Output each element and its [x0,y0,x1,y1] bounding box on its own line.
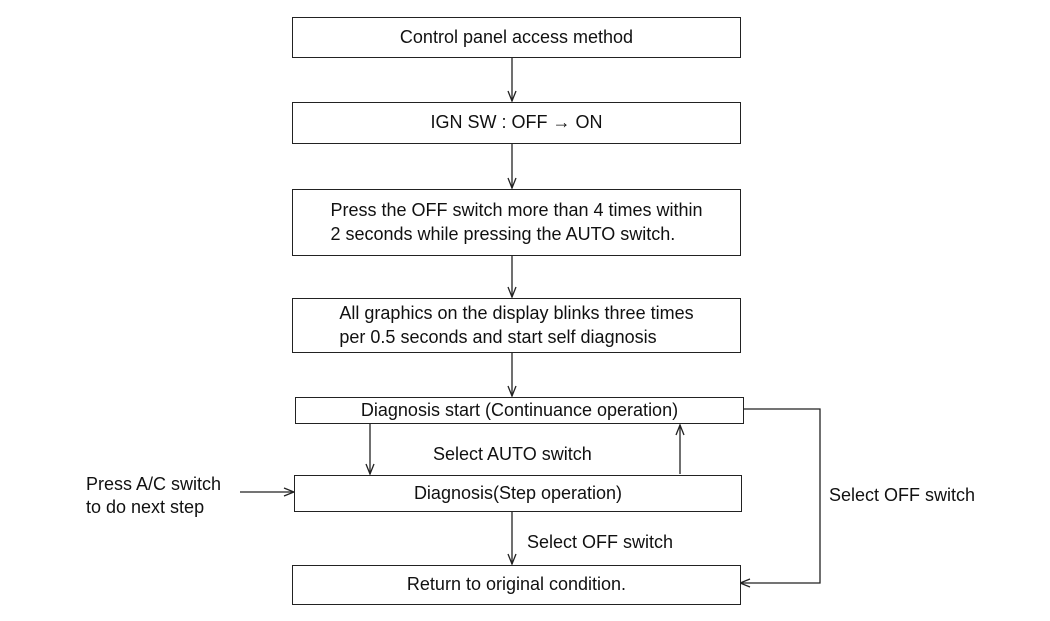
step-text: Control panel access method [399,26,634,47]
label-press-ac: Press A/C switch to do next step [86,474,222,518]
arrow-diag-start-to-return [740,408,821,583]
step-press-off-switch: Press the OFF switch more than 4 times w… [292,189,741,256]
step-text: Diagnosis start (Continuance operation) [360,399,679,420]
step-control-panel-access: Control panel access method [292,17,741,58]
step-text: Press the OFF switch more than 4 times w… [330,200,703,244]
label-select-auto: Select AUTO switch [433,444,592,464]
step-text: Diagnosis(Step operation) [413,482,623,503]
step-text: IGN SW : OFF → ON [430,112,603,133]
label-select-off-bottom: Select OFF switch [527,532,674,552]
step-return-original: Return to original condition. [292,565,741,605]
step-diagnosis-start: Diagnosis start (Continuance operation) [295,397,744,424]
step-diagnosis-step-operation: Diagnosis(Step operation) [294,475,742,512]
step-text: All graphics on the display blinks three… [339,303,694,347]
step-graphics-blink: All graphics on the display blinks three… [292,298,741,353]
step-ign-sw: IGN SW : OFF → ON [292,102,741,144]
step-text: Return to original condition. [406,574,627,595]
label-select-off-right: Select OFF switch [829,485,976,505]
